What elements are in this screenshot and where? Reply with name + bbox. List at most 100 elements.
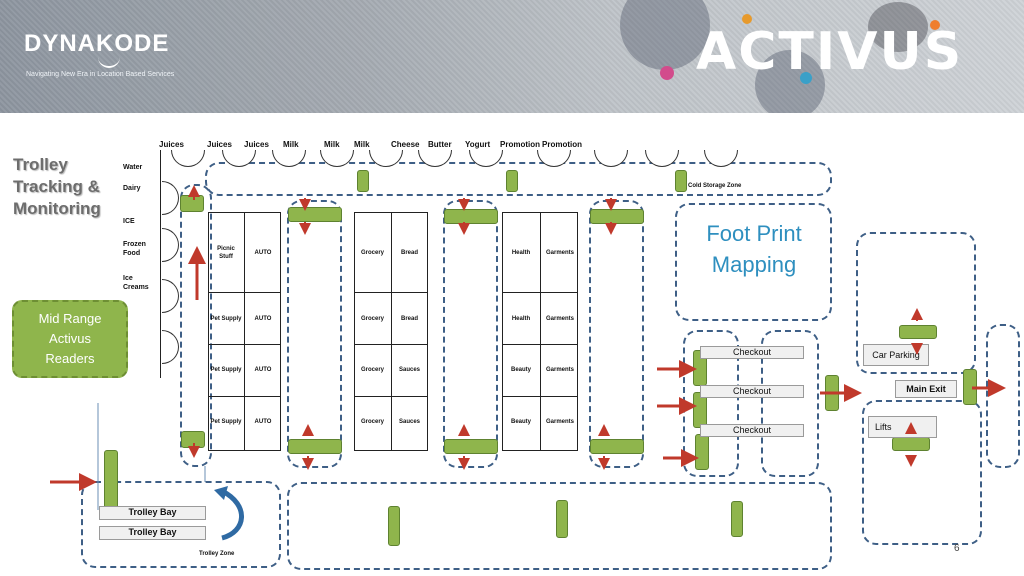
shelf-label: Pet Supply [210,316,242,322]
top-label: Milk [354,140,370,149]
decor-circle [620,0,710,70]
slide-title: Trolley Tracking & Monitoring [13,155,101,218]
dynakode-logo: DYNAKODE [24,30,170,57]
top-label: Juices [207,140,232,149]
activus-reader [695,434,709,470]
checkout-counter: Checkout [700,385,804,398]
fridge-unit [171,150,205,167]
activus-reader [556,500,568,538]
zone-car-parking [856,232,976,374]
shelf-divider [391,212,392,451]
main-exit-box: Main Exit [895,380,957,398]
zone-aisle-b [443,200,498,468]
activus-reader [288,207,342,222]
checkout-counter: Checkout [700,424,804,437]
left-label: Water [123,164,143,171]
activus-reader [892,437,930,451]
car-parking-box: Car Parking [863,344,929,366]
shelf-label: Sauces [398,419,420,425]
activus-reader [288,439,342,454]
shelf-label: Garments [545,250,574,256]
cold-storage-label: Cold Storage Zone [688,183,742,189]
activus-brand: ACTIVUS [696,22,964,82]
shelf-divider [540,212,541,451]
top-label: Cheese [391,140,420,149]
shelf-label: Sauces [398,367,420,373]
shelf-label: Garments [545,316,574,322]
footprint-label: Foot Print Mapping [706,221,802,277]
trolley-bay: Trolley Bay [99,506,206,520]
shelf-label: Garments [545,419,574,425]
shelf-label: Grocery [360,419,384,425]
top-label: Milk [324,140,340,149]
left-label: Dairy [123,185,141,192]
decor-dot [930,20,940,30]
left-wall [160,150,161,378]
page-number: 6 [954,543,960,554]
shelf-divider [208,292,281,293]
decor-circle [868,2,928,52]
shelf-label: Pet Supply [210,419,242,425]
zone-checkout-b [761,330,819,477]
activus-reader [963,369,977,405]
shelf-divider [354,344,428,345]
readers-legend: Mid Range Activus Readers [12,300,128,378]
fridge-unit [162,330,179,364]
shelf-label: Grocery [360,316,384,322]
activus-reader [825,375,839,411]
zone-aisle-a [287,200,342,468]
shelf-label: AUTO [254,250,272,256]
shelf-divider [502,396,578,397]
shelf-label: Grocery [360,367,384,373]
trolley-bay: Trolley Bay [99,526,206,540]
shelf-divider [502,344,578,345]
shelf-divider [208,344,281,345]
shelf-label: Health [511,250,531,256]
activus-reader [590,209,644,224]
footprint-zone [675,203,832,321]
decor-circle [755,50,825,113]
header-banner: DYNAKODE Navigating New Era in Location … [0,0,1024,113]
lifts-box: Lifts [868,416,937,438]
top-label: Juices [159,140,184,149]
activus-reader [388,506,400,546]
shelf-label: Picnic Stuff [217,246,235,260]
logo-tagline: Navigating New Era in Location Based Ser… [26,71,175,78]
top-label: Promotion [542,140,582,149]
decor-dot [660,66,674,80]
shelf-label: AUTO [254,367,272,373]
shelf-divider [354,396,428,397]
shelf-label: AUTO [254,419,272,425]
shelf-label: Garments [545,367,574,373]
activus-reader [675,170,687,192]
activus-reader [731,501,743,537]
activus-reader [590,439,644,454]
logo-arc [98,56,120,68]
shelf-label: Beauty [510,419,531,425]
shelf-divider [208,396,281,397]
zone-exit [986,324,1020,468]
activus-reader [444,439,498,454]
shelf-divider [354,292,428,293]
shelf-divider [502,292,578,293]
activus-reader [899,325,937,339]
shelf-label: Health [511,316,531,322]
top-label: Promotion [500,140,540,149]
trolley-zone-label: Trolley Zone [199,551,235,557]
activus-reader [104,450,118,512]
fridge-unit [162,228,179,262]
zone-aisle-c [589,200,644,468]
activus-reader [357,170,369,192]
fridge-unit [162,279,179,313]
top-label: Yogurt [465,140,491,149]
zone-lifts [862,400,982,545]
decor-dot [800,72,812,84]
activus-reader [444,209,498,224]
zone-bottom-aisle [287,482,832,570]
left-label: Frozen Food [123,241,146,257]
shelf-label: AUTO [254,316,272,322]
shelf-label: Bread [400,316,418,322]
shelf-label: Bread [400,250,418,256]
cold-storage-zone [205,162,832,196]
top-label: Butter [428,140,452,149]
